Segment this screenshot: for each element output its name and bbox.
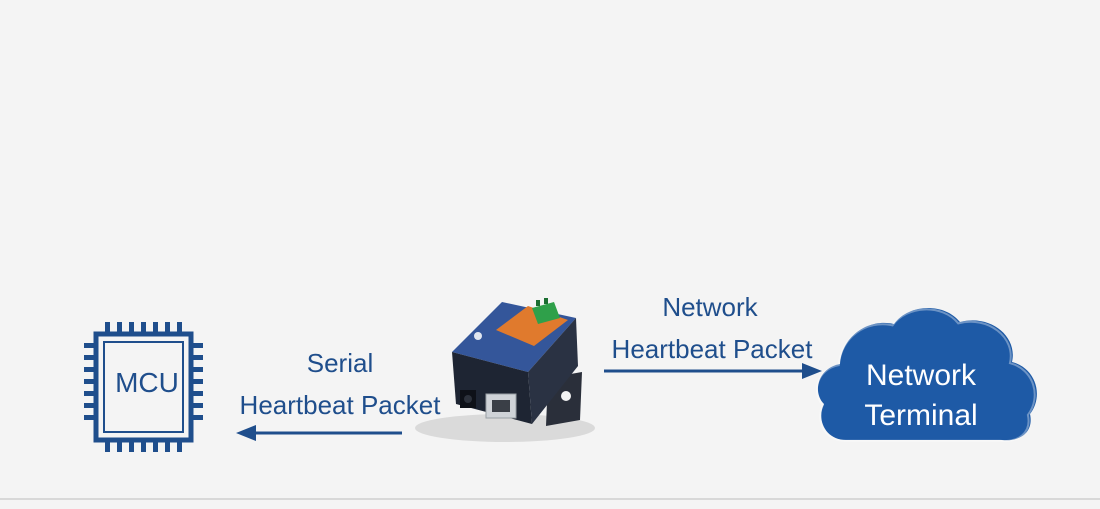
network-arrow-right [604,363,822,379]
serial-arrow-left [236,425,402,441]
cloud-label-line1: Network [865,359,977,392]
mcu-label: MCU [115,367,179,398]
serial-ethernet-converter-device [415,298,595,442]
cloud-label: Network Terminal [838,356,1004,436]
bottom-divider [0,498,1100,500]
serial-label-line2: Heartbeat Packet [239,390,441,420]
cloud-label-line2: Terminal [864,399,978,432]
serial-label-line1: Serial [306,348,374,378]
mcu-chip-icon [84,322,203,452]
network-label-line1: Network [662,292,758,322]
cloud-icon [815,307,1037,442]
network-label-line2: Heartbeat Packet [611,334,813,364]
